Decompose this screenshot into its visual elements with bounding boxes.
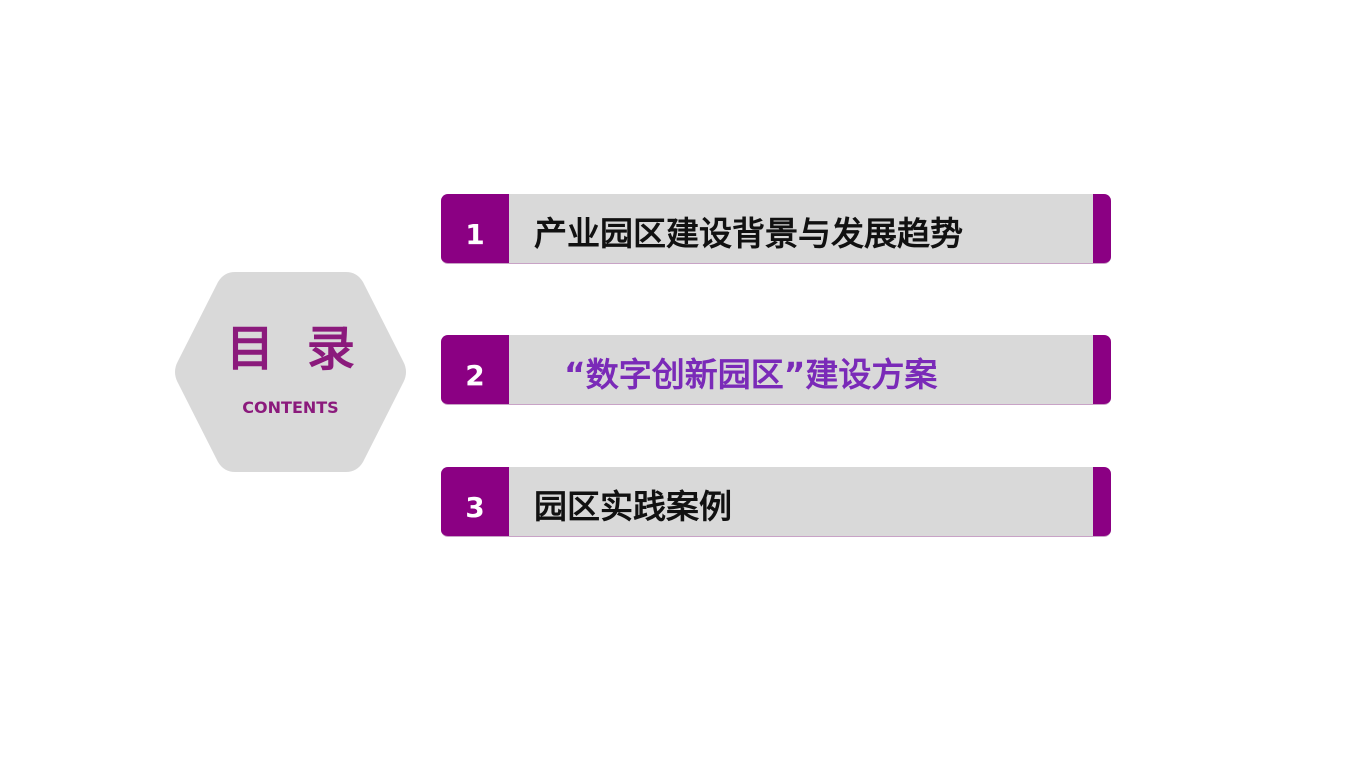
toc-item-2[interactable]: 2 “数字创新园区”建设方案 <box>441 335 1111 405</box>
toc-item-label: “数字创新园区”建设方案 <box>564 355 938 394</box>
toc-title: 目 录 <box>226 321 363 377</box>
toc-item-number: 1 <box>441 194 509 263</box>
toc-item-end-cap <box>1093 467 1111 536</box>
contents-hexagon: 目 录 CONTENTS <box>173 269 408 475</box>
toc-item-number: 2 <box>441 335 509 404</box>
toc-item-label: 园区实践案例 <box>534 487 732 526</box>
toc-subtitle: CONTENTS <box>242 398 339 417</box>
toc-item-label: 产业园区建设背景与发展趋势 <box>534 214 963 253</box>
toc-item-number: 3 <box>441 467 509 536</box>
toc-item-3[interactable]: 3 园区实践案例 <box>441 467 1111 537</box>
toc-item-end-cap <box>1093 194 1111 263</box>
toc-item-1[interactable]: 1 产业园区建设背景与发展趋势 <box>441 194 1111 264</box>
hexagon-shape <box>175 272 406 472</box>
toc-item-end-cap <box>1093 335 1111 404</box>
